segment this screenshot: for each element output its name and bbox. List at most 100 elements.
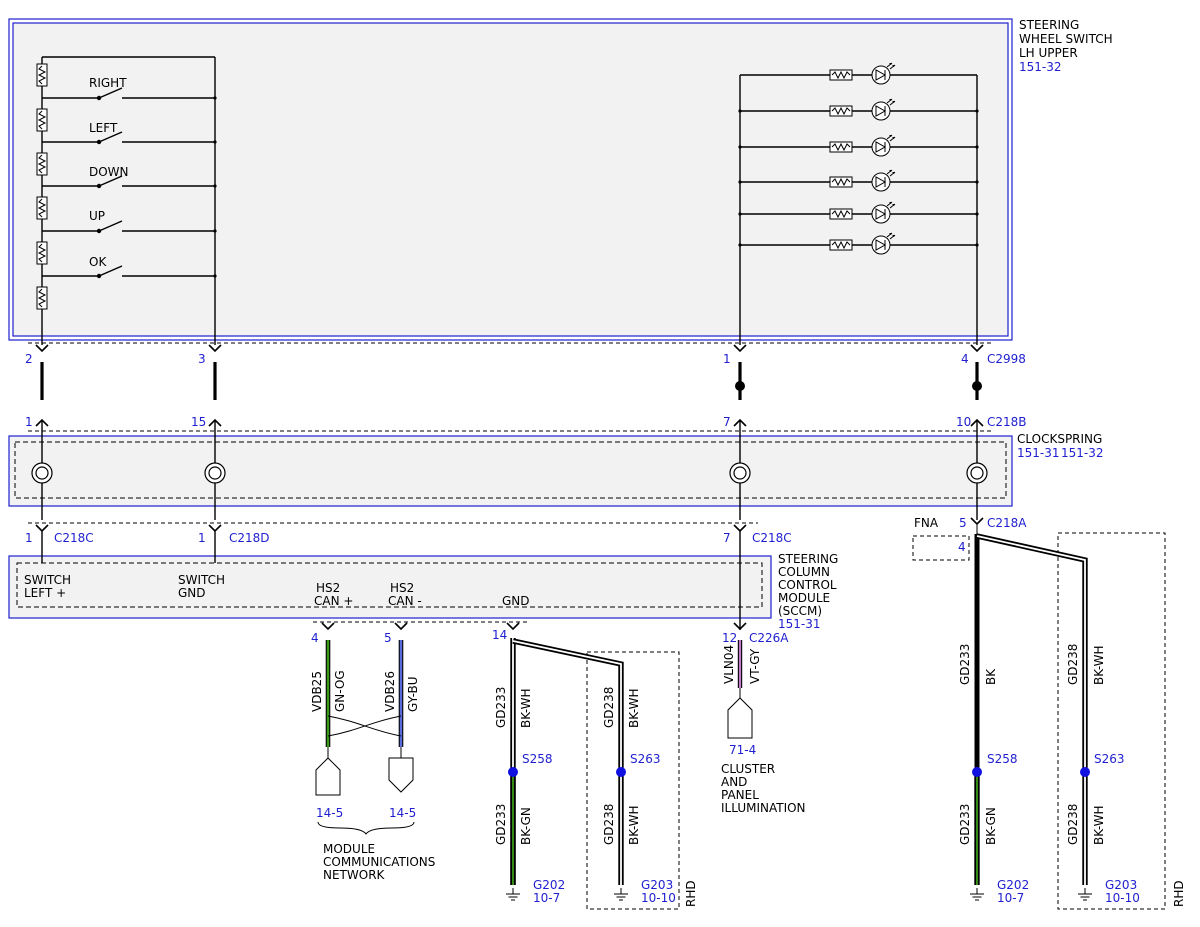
splice-s258-rhd[interactable]: S258 (987, 752, 1018, 766)
switch-up (42, 220, 217, 234)
c2998-label[interactable]: C2998 (987, 352, 1026, 366)
sccm-name-line-2: COLUMN (778, 565, 830, 579)
g203-rhd-ref[interactable]: 10-10 (1105, 891, 1140, 905)
clockspring-ref-1[interactable]: 151-31 (1017, 446, 1060, 460)
can-plus-pin[interactable]: 4 (311, 631, 319, 645)
c226a-label[interactable]: C226A (749, 631, 789, 645)
splice-s263-lhd[interactable]: S263 (630, 752, 661, 766)
rhd-gd238-lower-color: BK-WH (1092, 805, 1106, 845)
module-comm-ref-right[interactable]: 14-5 (389, 806, 416, 820)
c218a-pin[interactable]: 5 (959, 516, 967, 530)
rhd-gd238-lower-circuit: GD238 (1066, 804, 1080, 845)
gd238-lower-color: BK-WH (627, 805, 641, 845)
switch-label-ok: OK (89, 255, 107, 269)
switch-label-left: LEFT (89, 121, 118, 135)
sccm-pin-can-minus-1: HS2 (390, 581, 414, 595)
steering-wheel-switch: RIGHT LEFT DOWN UP OK STEERING WHEEL SWI… (8, 18, 1113, 345)
module-comm-ref-left-shape[interactable] (315, 757, 341, 796)
c218d-pin[interactable]: 1 (198, 531, 206, 545)
c2998-pin-3[interactable]: 3 (198, 352, 206, 366)
sccm-pin-can-plus-1: HS2 (316, 581, 340, 595)
c218b-pin-10[interactable]: 10 (956, 415, 971, 429)
c218a-label[interactable]: C218A (987, 516, 1027, 530)
gd233-lower-color: BK-GN (519, 807, 533, 845)
sws-ref[interactable]: 151-32 (1019, 60, 1062, 74)
can-bus-wiring: 4 5 VDB25 GN-OG VDB26 GY-BU 14-5 14-5 MO… (310, 622, 435, 882)
vln04-circuit: VLN04 (722, 645, 736, 684)
sccm-name-line-1: STEERING (778, 552, 838, 566)
g202-lhd-id[interactable]: G202 (533, 878, 565, 892)
module-comm-line-2: COMMUNICATIONS (323, 855, 435, 869)
vln04-color: VT-GY (748, 648, 762, 684)
module-comm-ref-left[interactable]: 14-5 (316, 806, 343, 820)
c226a-pin[interactable]: 12 (722, 631, 737, 645)
clockspring-ref-2[interactable]: 151-32 (1061, 446, 1104, 460)
clockspring-name: CLOCKSPRING (1017, 432, 1102, 446)
module-comm-ref-right-shape[interactable] (388, 757, 414, 793)
g202-lhd-ref[interactable]: 10-7 (533, 891, 560, 905)
rhd-gd233-lower-circuit: GD233 (958, 804, 972, 845)
rhd-label-rhd-box: RHD (1172, 880, 1186, 907)
rhd-gd233-upper-color: BK (984, 668, 998, 685)
c218b-pin-7[interactable]: 7 (723, 415, 731, 429)
c218b-label[interactable]: C218B (987, 415, 1027, 429)
switch-label-down: DOWN (89, 165, 129, 179)
switch-label-up: UP (89, 209, 105, 223)
cluster-ref[interactable]: 71-4 (729, 743, 756, 757)
c2998-pin-4[interactable]: 4 (961, 352, 969, 366)
rhd-gd238-upper-color: BK-WH (1092, 645, 1106, 685)
gd238-upper-circuit: GD238 (602, 687, 616, 728)
c218c-right-pin[interactable]: 7 (723, 531, 731, 545)
fna-pin[interactable]: 4 (958, 540, 966, 554)
module-comm-line-1: MODULE (323, 842, 375, 856)
sccm-pin-switch-gnd-1: SWITCH (178, 573, 225, 587)
vdb25-circuit: VDB25 (310, 671, 324, 712)
c2998-pin-2[interactable]: 2 (25, 352, 33, 366)
c218b-pin-1[interactable]: 1 (25, 415, 33, 429)
c218b-pin-15[interactable]: 15 (191, 415, 206, 429)
c218-lower-connectors: 1 C218C 1 C218D 7 C218C 5 C218A (25, 516, 1027, 545)
c218d-label[interactable]: C218D (229, 531, 270, 545)
sws-name-line-3: LH UPPER (1019, 46, 1078, 60)
splice-s263-rhd[interactable]: S263 (1094, 752, 1125, 766)
c218c-right-label[interactable]: C218C (752, 531, 792, 545)
sccm-ground-wiring: 14 S258 S263 GD233 BK-WH GD238 BK-WH GD2… (492, 622, 698, 910)
sccm-name-line-4: MODULE (778, 591, 830, 605)
sccm-pin-can-minus-2: CAN - (388, 594, 422, 608)
sws-name-line-2: WHEEL SWITCH (1019, 32, 1113, 46)
gnd-pin[interactable]: 14 (492, 628, 507, 642)
vdb25-color: GN-OG (333, 670, 347, 712)
sccm-pin-gnd: GND (502, 594, 530, 608)
sccm-pin-switch-left-2: LEFT + (24, 586, 66, 600)
rhd-gd238-upper-circuit: GD238 (1066, 644, 1080, 685)
cluster-line-1: CLUSTER (721, 762, 775, 776)
gd238-lower-circuit: GD238 (602, 804, 616, 845)
c218c-left-label[interactable]: C218C (54, 531, 94, 545)
cluster-line-2: AND (721, 775, 747, 789)
sccm-ref[interactable]: 151-31 (778, 617, 821, 631)
cluster-line-4: ILLUMINATION (721, 801, 806, 815)
module-comm-line-3: NETWORK (323, 868, 386, 882)
switch-left (42, 131, 217, 145)
sccm-pin-can-plus-2: CAN + (314, 594, 353, 608)
splice-s258-lhd[interactable]: S258 (522, 752, 553, 766)
rhd-ground-wiring: FNA 4 S258 S263 GD233 BK GD238 BK-WH GD2… (912, 516, 1186, 910)
g203-lhd-ref[interactable]: 10-10 (641, 891, 676, 905)
g203-lhd-id[interactable]: G203 (641, 878, 673, 892)
gd238-upper-color: BK-WH (627, 688, 641, 728)
g202-rhd-ref[interactable]: 10-7 (997, 891, 1024, 905)
g203-rhd-id[interactable]: G203 (1105, 878, 1137, 892)
can-minus-pin[interactable]: 5 (384, 631, 392, 645)
cluster-ref-shape[interactable] (727, 697, 753, 739)
led-row (738, 109, 979, 247)
c218c-left-pin[interactable]: 1 (25, 531, 33, 545)
vdb26-circuit: VDB26 (383, 671, 397, 712)
sccm-pin-switch-left-1: SWITCH (24, 573, 71, 587)
clockspring: CLOCKSPRING 151-31 151-32 (8, 420, 1104, 520)
switch-right (42, 87, 217, 101)
c2998-c218b-wiring: 2 3 1 4 C2998 1 15 7 10 C218B (25, 344, 1027, 429)
g202-rhd-id[interactable]: G202 (997, 878, 1029, 892)
cluster-line-3: PANEL (721, 788, 759, 802)
c2998-pin-1[interactable]: 1 (723, 352, 731, 366)
